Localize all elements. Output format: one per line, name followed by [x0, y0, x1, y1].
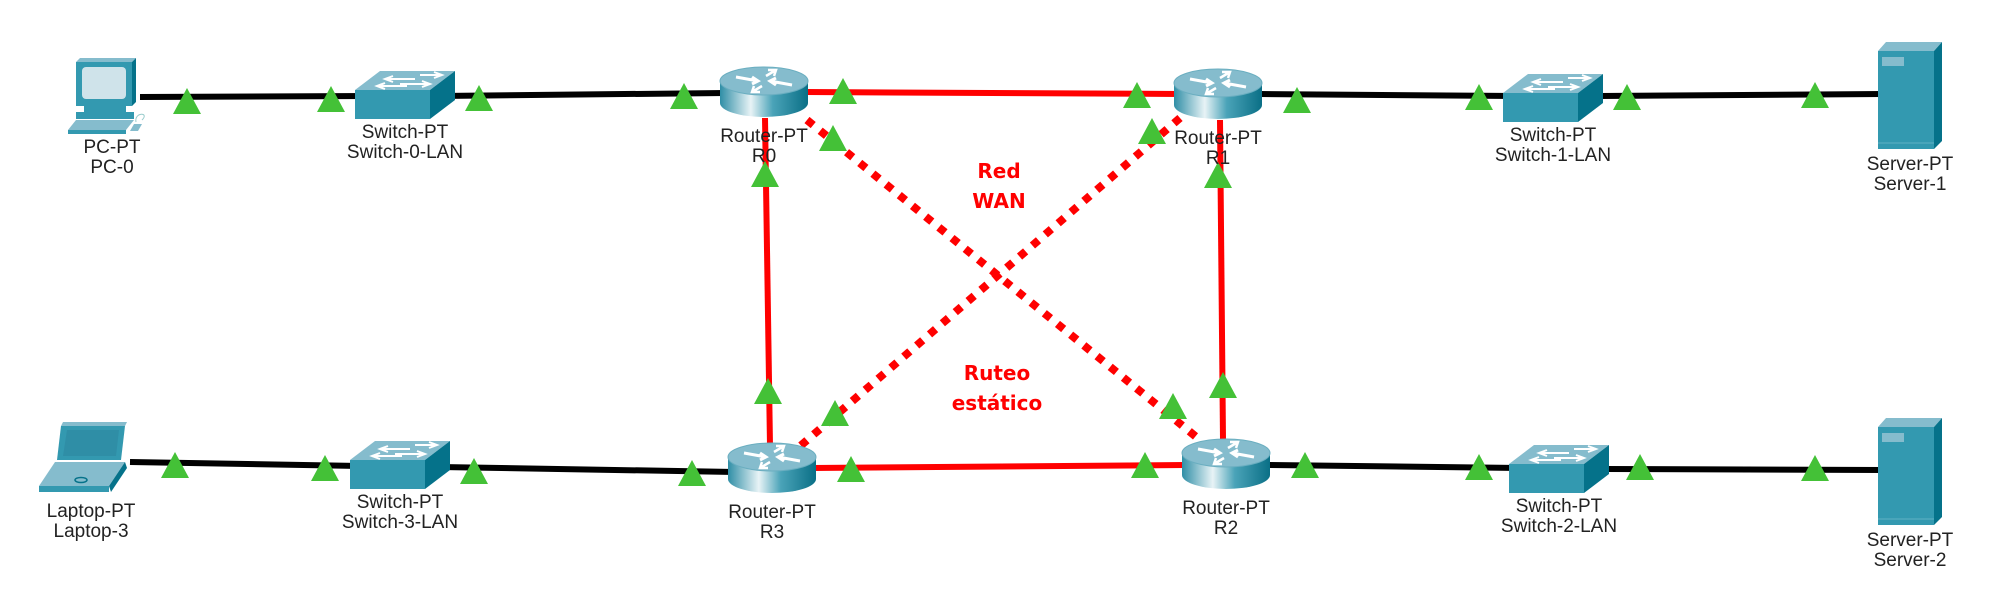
device-type-label: Router-PT: [1182, 498, 1270, 519]
link-status-up-icon: [465, 85, 493, 111]
device-type-label: Server-PT: [1867, 154, 1954, 175]
device-type-label: Switch-PT: [357, 492, 444, 513]
switch-icon[interactable]: [355, 71, 455, 119]
device-name-label: R1: [1206, 148, 1230, 169]
link-status-up-icon: [1613, 84, 1641, 110]
link-sw1-srv1[interactable]: [1599, 91, 1883, 99]
annotation-line: WAN: [972, 189, 1025, 213]
link-status-up-icon: [173, 88, 201, 114]
link-status-up-icon: [1626, 454, 1654, 480]
link-status-up-icon: [1159, 393, 1187, 419]
device-name-label: Switch-0-LAN: [347, 142, 463, 163]
laptop-icon[interactable]: [39, 422, 127, 492]
link-status-up-icon: [317, 86, 345, 112]
link-sw3-r3[interactable]: [439, 464, 736, 475]
devices-layer: PC-PTPC-0Switch-PTSwitch-0-LANRouter-PTR…: [39, 42, 1954, 571]
device-type-label: Router-PT: [728, 502, 816, 523]
link-status-up-icon: [1131, 452, 1159, 478]
link-status-up-icon: [751, 161, 779, 187]
device-type-label: Switch-PT: [1516, 496, 1603, 517]
link-r1-sw1[interactable]: [1259, 91, 1516, 99]
switch-icon[interactable]: [350, 441, 450, 489]
device-name-label: Switch-2-LAN: [1501, 516, 1617, 537]
link-status-up-icon: [1209, 372, 1237, 398]
device-type-label: Router-PT: [720, 126, 808, 147]
device-name-label: R0: [752, 146, 776, 167]
router-icon[interactable]: [719, 66, 809, 117]
link-status-up-icon: [1204, 162, 1232, 188]
link-status-up-icon: [829, 78, 857, 104]
device-name-label: PC-0: [90, 157, 133, 178]
device-name-label: Server-1: [1874, 174, 1947, 195]
server-icon[interactable]: [1878, 418, 1942, 525]
link-sw2-srv2[interactable]: [1604, 466, 1883, 473]
pc-icon[interactable]: [68, 58, 145, 134]
link-r0-r1[interactable]: [804, 89, 1181, 97]
link-status-up-icon: [1465, 454, 1493, 480]
link-status-up-icon: [460, 458, 488, 484]
annotation-line: Red: [977, 159, 1020, 183]
device-name-label: Switch-1-LAN: [1495, 145, 1611, 166]
link-status-up-icon: [1283, 87, 1311, 113]
link-status-up-icon: [1138, 118, 1166, 144]
link-status-up-icon: [1465, 84, 1493, 110]
link-status-layer: [161, 78, 1829, 486]
device-type-label: Switch-PT: [1510, 125, 1597, 146]
link-status-up-icon: [821, 400, 849, 426]
device-type-label: Switch-PT: [362, 122, 449, 143]
link-status-up-icon: [754, 378, 782, 404]
link-status-up-icon: [1291, 452, 1319, 478]
link-sw0-r0[interactable]: [439, 90, 726, 99]
device-type-label: PC-PT: [84, 137, 141, 158]
annotation-ruteo-estatico[interactable]: Ruteo estático: [952, 361, 1043, 415]
device-name-label: Laptop-3: [53, 521, 128, 542]
switch-icon[interactable]: [1503, 74, 1603, 122]
router-icon[interactable]: [727, 442, 817, 493]
switch-icon[interactable]: [1509, 445, 1609, 493]
server-icon[interactable]: [1878, 42, 1942, 149]
link-status-up-icon: [670, 83, 698, 109]
link-status-up-icon: [161, 452, 189, 478]
link-status-up-icon: [311, 455, 339, 481]
device-name-label: Switch-3-LAN: [342, 512, 458, 533]
link-status-up-icon: [1123, 82, 1151, 108]
device-type-label: Server-PT: [1867, 530, 1954, 551]
device-name-label: Server-2: [1874, 550, 1947, 571]
router-icon[interactable]: [1181, 438, 1271, 489]
device-type-label: Router-PT: [1174, 128, 1262, 149]
link-status-up-icon: [678, 460, 706, 486]
link-status-up-icon: [1801, 455, 1829, 481]
link-status-up-icon: [837, 456, 865, 482]
link-status-up-icon: [819, 125, 847, 151]
link-r3-r2[interactable]: [811, 462, 1186, 471]
device-name-label: R2: [1214, 518, 1238, 539]
annotation-line: Ruteo: [964, 361, 1031, 385]
link-status-up-icon: [1801, 82, 1829, 108]
router-icon[interactable]: [1173, 68, 1263, 119]
device-name-label: R3: [760, 522, 784, 543]
device-type-label: Laptop-PT: [47, 501, 136, 522]
annotation-line: estático: [952, 391, 1043, 415]
